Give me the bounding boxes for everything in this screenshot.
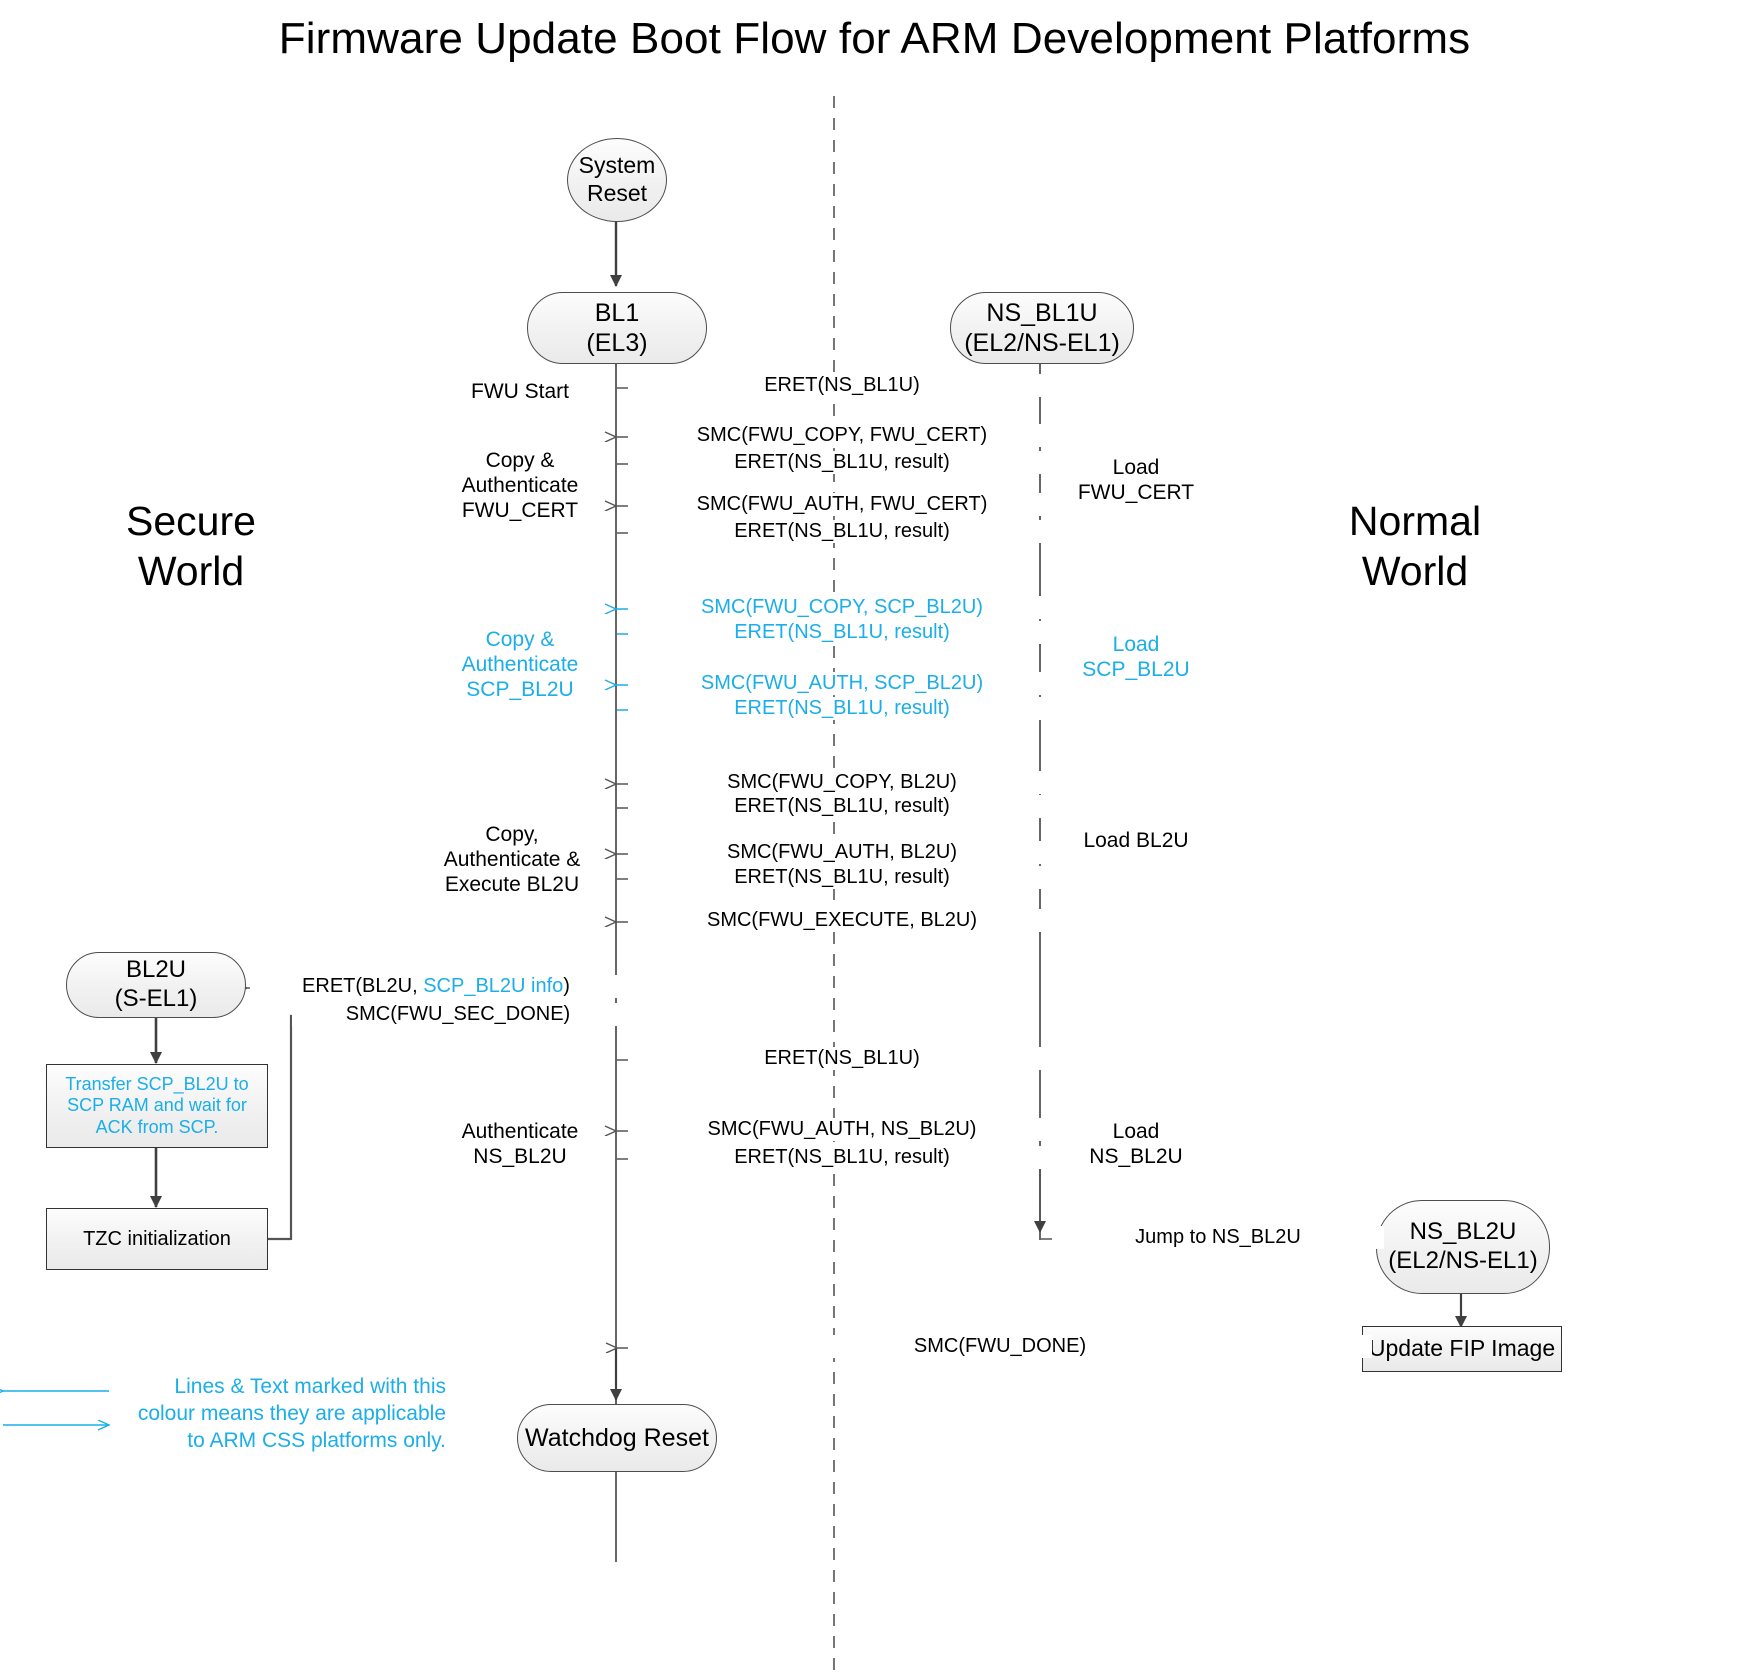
node-watchdog-reset[interactable]: Watchdog Reset	[517, 1404, 717, 1472]
right-label-load-scp-bl2u: Load SCP_BL2U	[1082, 633, 1190, 682]
message-label: SMC(FWU_DONE)	[628, 1335, 1372, 1358]
message-label: ERET(NS_BL1U)	[628, 1047, 1056, 1070]
left-label-fwu-start: FWU Start	[471, 380, 569, 403]
message-label: SMC(FWU_AUTH, SCP_BL2U)	[628, 672, 1056, 695]
node-transfer-scp-bl2u[interactable]: Transfer SCP_BL2U to SCP RAM and wait fo…	[46, 1064, 268, 1148]
normal-world-label: Normal World	[1348, 498, 1482, 595]
node-tzc-initialization[interactable]: TZC initialization	[46, 1208, 268, 1270]
node-bl1[interactable]: BL1 (EL3)	[527, 292, 707, 364]
message-label: SMC(FWU_AUTH, BL2U)	[628, 841, 1056, 864]
message-label: ERET(NS_BL1U, result)	[628, 866, 1056, 889]
node-bl2u[interactable]: BL2U (S-EL1)	[66, 952, 246, 1018]
node-ns-bl2u[interactable]: NS_BL2U (EL2/NS-EL1)	[1376, 1200, 1550, 1294]
right-label-load-ns-bl2u: Load NS_BL2U	[1089, 1120, 1183, 1169]
message-label: ERET(NS_BL1U)	[628, 374, 1056, 397]
message-label: SMC(FWU_SEC_DONE)	[292, 1003, 624, 1026]
message-label: ERET(NS_BL1U, result)	[628, 520, 1056, 543]
message-label: ERET(NS_BL1U, result)	[628, 1146, 1056, 1169]
message-label: SMC(FWU_COPY, FWU_CERT)	[628, 424, 1056, 447]
message-label: ERET(NS_BL1U, result)	[628, 621, 1056, 644]
message-label: SMC(FWU_COPY, BL2U)	[628, 771, 1056, 794]
secure-world-label: Secure World	[126, 498, 256, 595]
left-label-copy-auth-exec-bl2u: Copy, Authenticate & Execute BL2U	[443, 823, 581, 897]
right-label-load-bl2u: Load BL2U	[1083, 829, 1189, 852]
left-label-copy-auth-scp-bl2u: Copy & Authenticate SCP_BL2U	[461, 628, 579, 702]
message-label: SMC(FWU_AUTH, NS_BL2U)	[628, 1118, 1056, 1141]
left-label-authenticate-ns-bl2u: Authenticate NS_BL2U	[461, 1120, 579, 1169]
message-label: SMC(FWU_COPY, SCP_BL2U)	[628, 596, 1056, 619]
message-label: ERET(NS_BL1U, result)	[628, 795, 1056, 818]
message-label: ERET(NS_BL1U, result)	[628, 451, 1056, 474]
message-label: SMC(FWU_AUTH, FWU_CERT)	[628, 493, 1056, 516]
message-text-accent: SCP_BL2U info	[423, 975, 564, 997]
node-update-fip-image[interactable]: Update FIP Image	[1362, 1326, 1562, 1372]
node-system-reset[interactable]: System Reset	[567, 138, 667, 222]
message-label: ERET(NS_BL1U, result)	[628, 697, 1056, 720]
message-label: Jump to NS_BL2U	[1052, 1226, 1384, 1249]
message-text-suffix: )	[563, 975, 570, 997]
right-label-load-fwu-cert: Load FWU_CERT	[1077, 456, 1195, 505]
left-label-copy-auth-fwu-cert: Copy & Authenticate FWU_CERT	[461, 449, 579, 523]
node-ns-bl1u[interactable]: NS_BL1U (EL2/NS-EL1)	[950, 292, 1134, 364]
message-label-eret-bl2u: ERET(BL2U, SCP_BL2U info)	[250, 975, 622, 998]
page-title: Firmware Update Boot Flow for ARM Develo…	[278, 14, 1471, 63]
legend-text: Lines & Text marked with this colour mea…	[137, 1375, 446, 1452]
message-text-prefix: ERET(BL2U,	[302, 975, 424, 997]
message-label: SMC(FWU_EXECUTE, BL2U)	[628, 909, 1056, 932]
